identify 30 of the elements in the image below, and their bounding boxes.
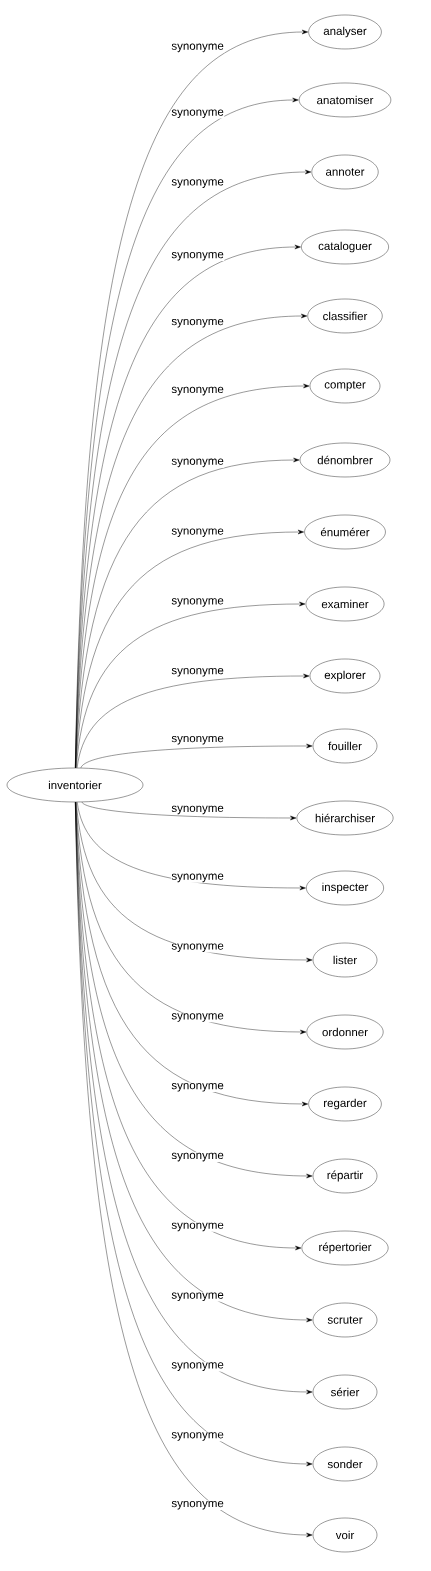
edge-label: synonyme — [170, 386, 225, 396]
arrow — [80, 743, 313, 769]
arrow — [75, 802, 307, 1035]
edge-label: synonyme — [170, 805, 225, 815]
edge-label: synonyme — [170, 873, 225, 883]
arrow — [77, 801, 306, 891]
edge-label: synonyme — [170, 527, 225, 538]
arrow — [75, 802, 308, 1107]
arrow — [81, 801, 297, 821]
arrow — [75, 529, 304, 768]
edge-label: synonyme — [170, 1012, 225, 1023]
edge-label: synonyme — [170, 1361, 225, 1372]
arrow — [76, 601, 306, 768]
edge-label: synonyme — [170, 1431, 225, 1442]
edge-label: synonyme — [170, 1082, 225, 1093]
edge-label: synonyme — [170, 109, 225, 119]
edge-label: synonyme — [170, 43, 225, 53]
edge-label: synonyme — [170, 1222, 225, 1232]
edge-label: synonyme — [170, 735, 225, 745]
edge-label: synonyme — [170, 251, 225, 262]
edge-label: synonyme — [170, 597, 225, 608]
edge-label: synonyme — [170, 318, 225, 328]
edge-label: synonyme — [170, 458, 225, 468]
edge-label: synonyme — [170, 942, 225, 953]
edge-label: synonyme — [170, 178, 225, 189]
arrow — [76, 673, 310, 768]
edge-label: synonyme — [170, 1292, 225, 1302]
edge-label: synonyme — [170, 667, 225, 678]
edge-label: synonyme — [170, 1500, 225, 1510]
edge-label: synonyme — [170, 1152, 225, 1162]
